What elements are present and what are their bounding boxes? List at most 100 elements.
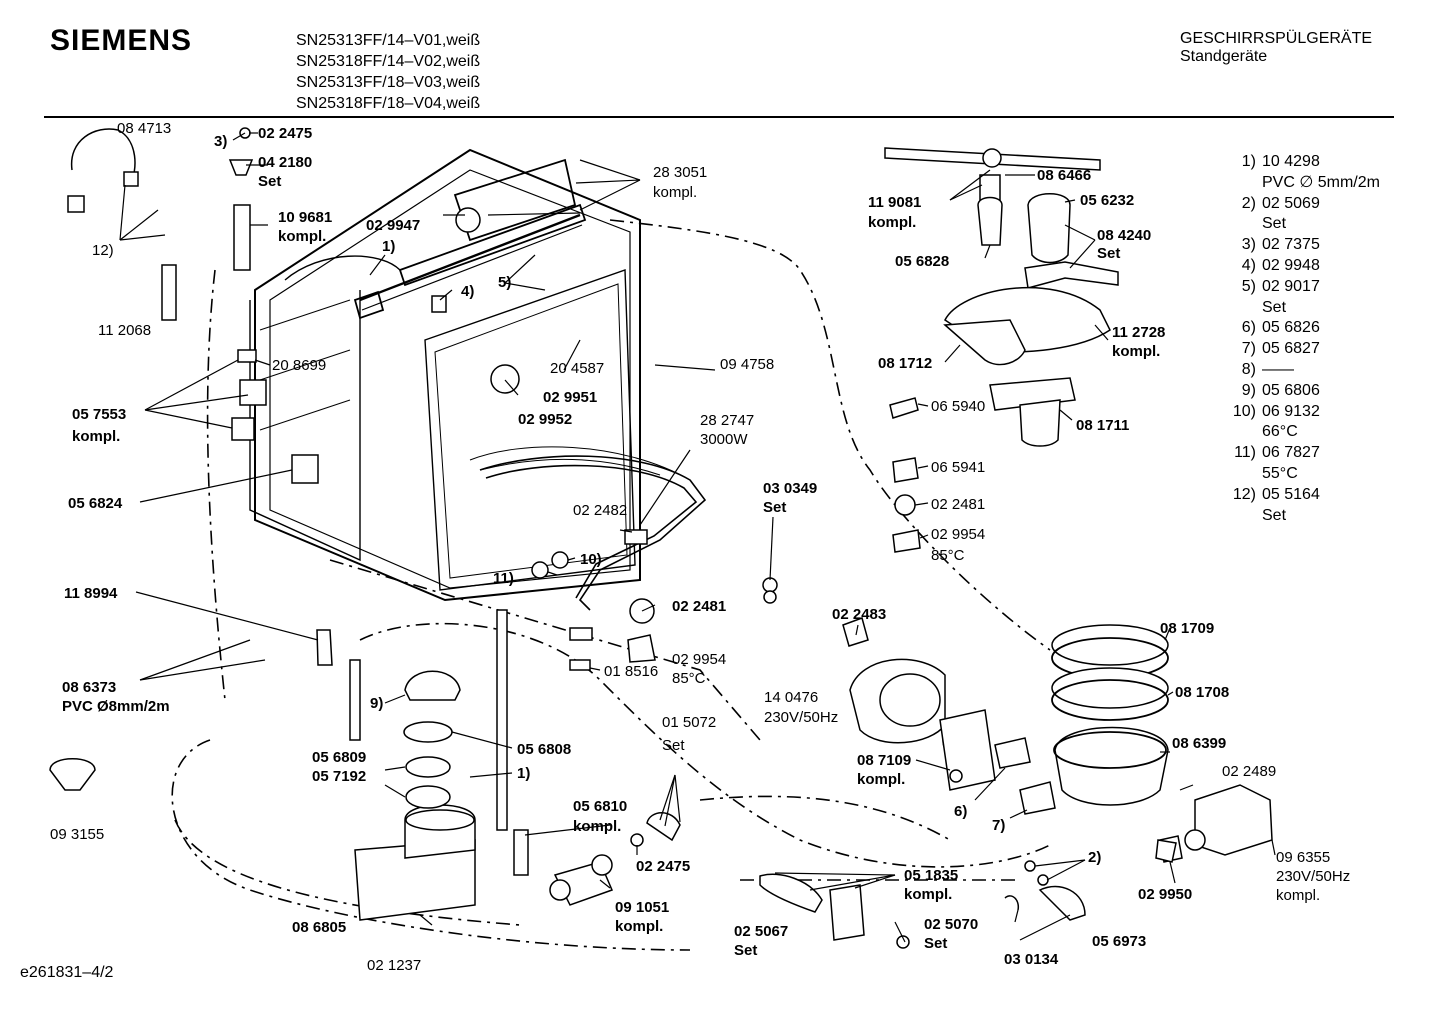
- label-065941: 06 5941: [931, 459, 985, 476]
- legend-key: 6): [1241, 319, 1256, 337]
- legend-key: 7): [1241, 340, 1256, 358]
- brand-logo: SIEMENS: [50, 24, 193, 57]
- legend-row-7: 7) 05 6827: [1222, 339, 1380, 360]
- inlet-valve: [1159, 784, 1273, 863]
- label-kompl: kompl.: [278, 228, 326, 245]
- parts-legend: 1)10 4298 PVC ∅ 5mm/2m 2)02 5069 Set 3)0…: [1222, 152, 1380, 526]
- drain-pump: [549, 854, 614, 906]
- label-5: 5): [498, 274, 511, 291]
- legend-value: 05 6827: [1262, 340, 1320, 358]
- label-85c: 85°C: [931, 547, 965, 564]
- category-title: GESCHIRRSPÜLGERÄTE: [1180, 30, 1373, 47]
- label-109681: 10 9681: [278, 209, 332, 226]
- label-2: 2): [1088, 849, 1101, 866]
- legend-key: 3): [1241, 236, 1256, 254]
- label-081708: 08 1708: [1175, 684, 1229, 701]
- sump-assembly: [354, 670, 476, 921]
- document-id: e261831–4/2: [20, 964, 114, 981]
- circulation-pump: [849, 658, 1056, 815]
- label-022475: 02 2475: [258, 125, 312, 142]
- legend-row-11: 11) 06 7827: [1222, 443, 1380, 464]
- label-1: 1): [382, 238, 395, 255]
- legend-key: 9): [1241, 381, 1256, 399]
- label-022482: 02 2482: [573, 502, 627, 519]
- category-subtitle: Standgeräte: [1180, 48, 1268, 65]
- left-outline: [206, 269, 226, 701]
- legend-value: 02 9017: [1262, 277, 1320, 295]
- label-056808: 05 6808: [517, 741, 571, 758]
- label-042180: 04 2180: [258, 154, 312, 171]
- mid-outline: [329, 559, 761, 741]
- legend-row-3: 3) 02 7375: [1222, 235, 1380, 256]
- label-112068: 11 2068: [98, 322, 151, 339]
- label-set: Set: [734, 942, 757, 959]
- label-091051: 09 1051: [615, 899, 669, 916]
- label-056824: 05 6824: [68, 495, 123, 512]
- label-kompl: kompl.: [573, 818, 621, 835]
- label-set: Set: [924, 935, 947, 952]
- legend-row-2: 2)02 5069: [1222, 194, 1380, 215]
- legend-key: 1): [1241, 153, 1256, 170]
- label-kompl: kompl.: [904, 886, 952, 903]
- label-set: Set: [662, 737, 685, 754]
- legend-row-5: 5)02 9017: [1222, 277, 1380, 298]
- label-029950: 02 9950: [1138, 886, 1192, 903]
- label-pvc: PVC Ø8mm/2m: [62, 698, 170, 715]
- label-056810: 05 6810: [573, 798, 627, 815]
- label-4: 4): [461, 283, 474, 300]
- label-119081: 11 9081: [868, 194, 921, 211]
- label-set: Set: [763, 499, 786, 516]
- legend-row-10: 10)06 9132: [1222, 402, 1380, 423]
- model-list: SN25313FF/14–V01,weiß SN25318FF/14–V02,w…: [296, 30, 480, 114]
- label-1: 1): [517, 765, 530, 782]
- label-230v: 230V/50Hz: [764, 709, 838, 726]
- legend-key: 2): [1241, 194, 1256, 212]
- legend-row-9: 9) 05 6806: [1222, 381, 1380, 402]
- label-086373: 08 6373: [62, 679, 116, 696]
- label-6: 6): [954, 803, 967, 820]
- base-outline-inner: [174, 819, 521, 926]
- label-kompl: kompl.: [868, 214, 916, 231]
- label-7: 7): [992, 817, 1005, 834]
- label-204587: 20 4587: [550, 360, 604, 377]
- label-029952: 02 9952: [518, 411, 572, 428]
- label-11: 11): [493, 570, 514, 587]
- base-outline: [171, 739, 691, 951]
- label-018516: 01 8516: [604, 663, 658, 680]
- label-030134: 03 0134: [1004, 951, 1059, 968]
- legend-value: 02 7375: [1262, 236, 1320, 254]
- legend-value-line2: Set: [1262, 215, 1287, 233]
- label-093155: 09 3155: [50, 826, 104, 843]
- label-025067: 02 5067: [734, 923, 788, 940]
- label-022475: 02 2475: [636, 858, 690, 875]
- label-051835: 05 1835: [904, 867, 958, 884]
- legend-value: 05 6806: [1262, 381, 1320, 399]
- label-282747: 28 2747: [700, 412, 754, 429]
- legend-value: 05 6826: [1262, 319, 1320, 337]
- part-labels: 08 4713 3) 02 2475 04 2180 Set 10 9681 k…: [50, 120, 1350, 974]
- legend-row-1: 1)10 4298: [1222, 152, 1380, 173]
- legend-key: 11): [1234, 444, 1256, 462]
- legend-value: 06 9132: [1262, 402, 1320, 420]
- label-094758: 09 4758: [720, 356, 774, 373]
- model-line: SN25313FF/18–V03,weiß: [296, 74, 481, 91]
- filter-housing: [1051, 624, 1169, 806]
- label-057553: 05 7553: [72, 406, 126, 423]
- legend-value: 02 9948: [1262, 256, 1320, 274]
- label-084713: 08 4713: [117, 120, 171, 137]
- label-021237: 02 1237: [367, 957, 421, 974]
- label-kompl: kompl.: [615, 918, 663, 935]
- legend-key: 8): [1241, 360, 1256, 378]
- legend-value: 06 7827: [1262, 444, 1320, 462]
- legend-row-8: 8)——: [1222, 360, 1380, 381]
- label-022489: 02 2489: [1222, 763, 1276, 780]
- legend-row-6: 6) 05 6826: [1222, 318, 1380, 339]
- label-030349: 03 0349: [763, 480, 817, 497]
- legend-key: 12): [1232, 485, 1256, 503]
- model-line: SN25318FF/18–V04,weiß: [296, 95, 481, 112]
- label-140476: 14 0476: [764, 689, 818, 706]
- label-056232: 05 6232: [1080, 192, 1134, 209]
- label-086466: 08 6466: [1037, 167, 1091, 184]
- sump-outline: [359, 622, 1051, 868]
- label-10: 10): [580, 551, 602, 568]
